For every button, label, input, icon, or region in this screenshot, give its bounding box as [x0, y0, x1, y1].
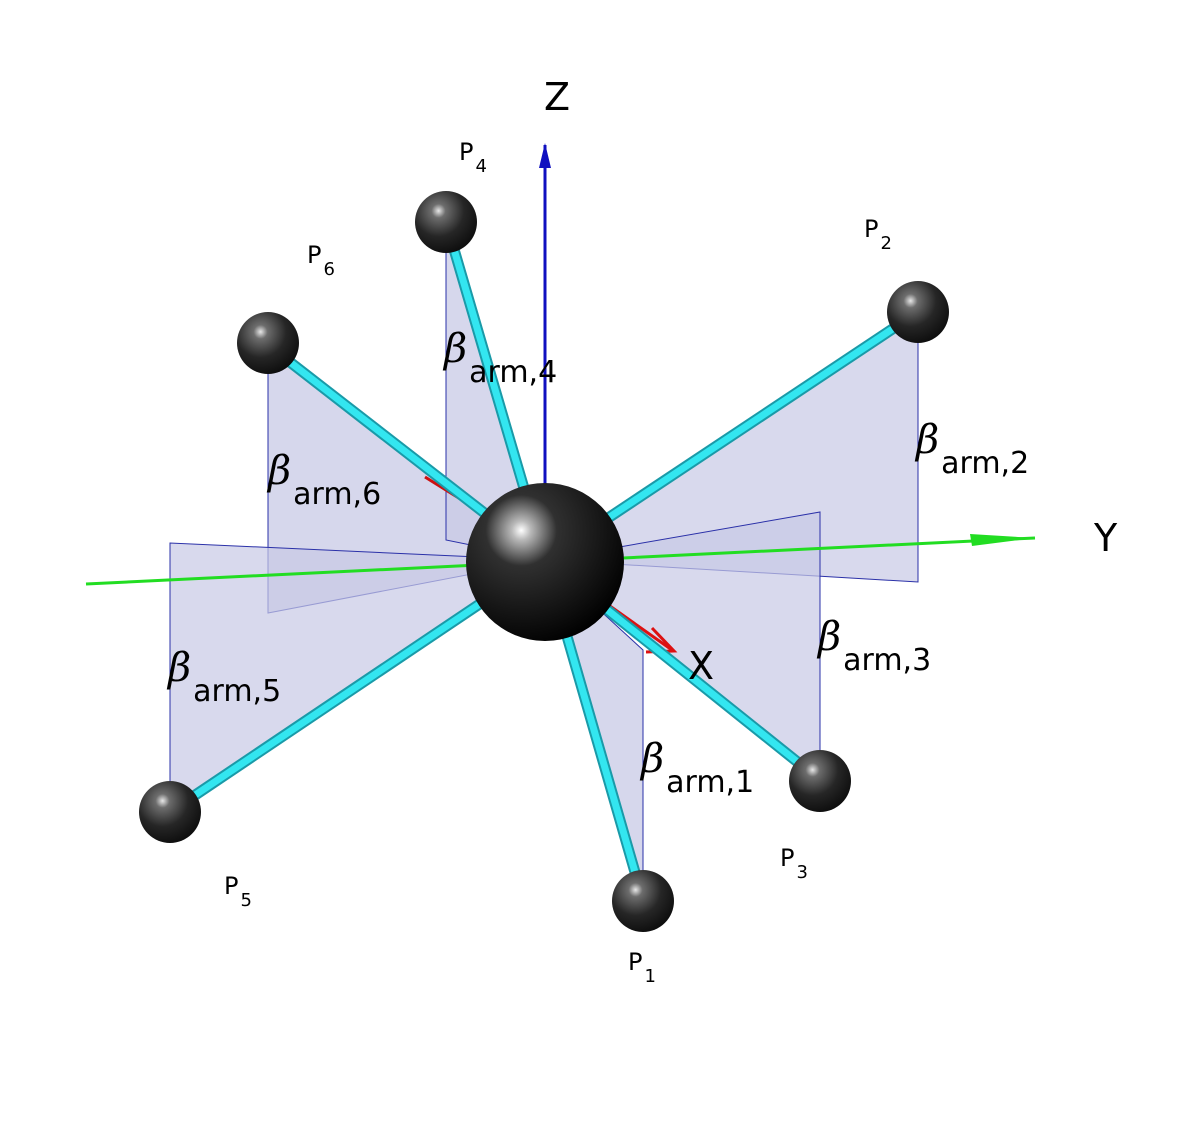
point-label-6: P6	[307, 241, 335, 280]
x-axis-label: X	[688, 644, 714, 688]
angle-label-arm-3: βarm,3	[816, 614, 931, 678]
y-axis-label: Y	[1093, 516, 1118, 560]
angle-label-arm-6: βarm,6	[266, 448, 381, 512]
axis-labels: Z Y X	[544, 75, 1118, 688]
z-axis-arrowhead	[539, 143, 551, 168]
rotor-sphere-2	[887, 281, 949, 343]
center-body-sphere	[466, 483, 624, 641]
z-axis-label: Z	[544, 75, 570, 119]
point-label-2: P2	[864, 215, 892, 254]
point-label-3: P3	[780, 844, 808, 883]
rotor-sphere-6	[237, 312, 299, 374]
angle-label-arm-1: βarm,1	[639, 736, 754, 800]
point-label-5: P5	[224, 872, 252, 911]
rotor-sphere-1	[612, 870, 674, 932]
rotor-spheres	[139, 191, 949, 932]
rotor-sphere-5	[139, 781, 201, 843]
point-label-1: P1	[628, 948, 656, 987]
angle-label-arm-4: βarm,4	[442, 326, 557, 390]
point-labels: P4 P6 P2 P3 P5 P1	[224, 138, 892, 987]
y-axis-arrowhead	[970, 534, 1035, 546]
rotor-sphere-3	[789, 750, 851, 812]
angle-label-arm-5: βarm,5	[166, 645, 281, 709]
angle-label-arm-2: βarm,2	[914, 417, 1029, 481]
rotor-sphere-4	[415, 191, 477, 253]
angle-labels: βarm,4 βarm,6 βarm,2 βarm,3 βarm,5 βarm,…	[166, 326, 1029, 800]
point-label-4: P4	[459, 138, 487, 177]
